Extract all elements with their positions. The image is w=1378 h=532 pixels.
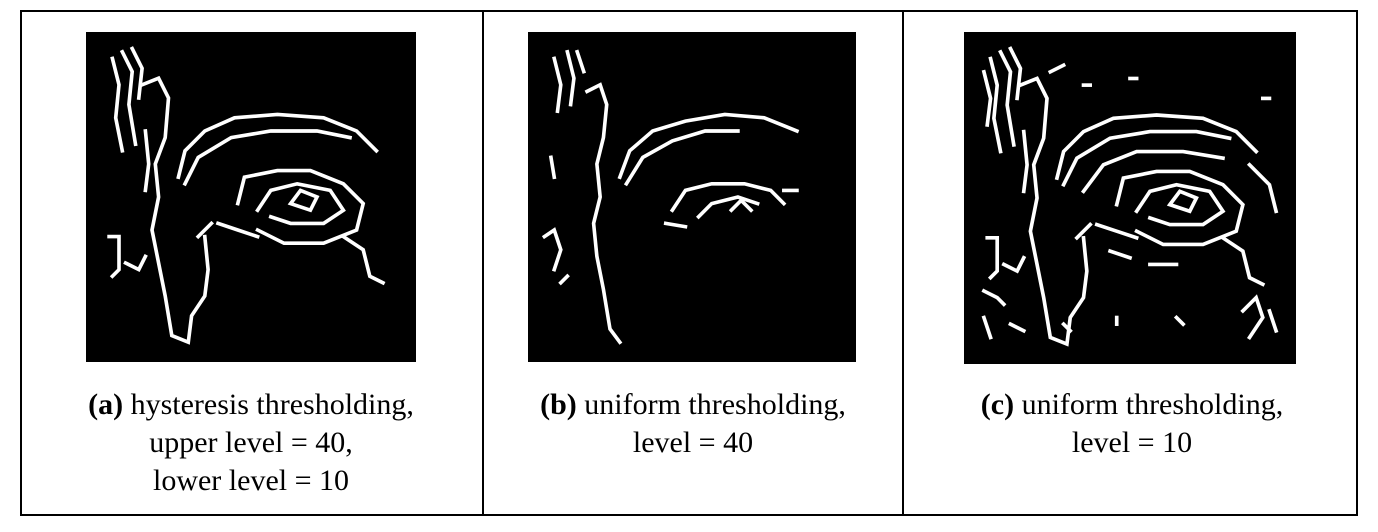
- panel-c: (c) uniform thresholding, level = 10: [902, 12, 1360, 516]
- panel-a: (a) hysteresis thresholding, upper level…: [22, 12, 480, 516]
- caption-c: (c) uniform thresholding, level = 10: [904, 386, 1360, 462]
- caption-line-c2: level = 10: [1071, 426, 1193, 459]
- caption-line-a1: hysteresis thresholding,: [130, 388, 414, 421]
- caption-line-a3: lower level = 10: [152, 464, 350, 497]
- caption-line-a2: upper level = 40,: [149, 426, 353, 459]
- edge-image-b: [528, 32, 856, 362]
- edge-map-hysteresis: [107, 46, 386, 345]
- caption-line-c1: uniform thresholding,: [1021, 388, 1284, 421]
- caption-line-b2: level = 40: [632, 426, 754, 459]
- caption-line-b1: uniform thresholding,: [584, 388, 846, 421]
- edge-map-uniform-10: [981, 46, 1279, 347]
- table-bottom-rule: [20, 514, 1358, 516]
- caption-tag-b: (b): [540, 388, 577, 421]
- edge-image-a: [86, 32, 416, 362]
- caption-tag-c: (c): [980, 388, 1015, 421]
- edge-image-c: [964, 32, 1296, 364]
- edge-map-uniform-40: [541, 49, 800, 345]
- panel-b: (b) uniform thresholding, level = 40: [482, 12, 902, 516]
- caption-b: (b) uniform thresholding, level = 40: [484, 386, 902, 462]
- caption-tag-a: (a): [88, 388, 124, 421]
- figure-table: (a) hysteresis thresholding, upper level…: [20, 10, 1358, 516]
- caption-a: (a) hysteresis thresholding, upper level…: [22, 386, 480, 500]
